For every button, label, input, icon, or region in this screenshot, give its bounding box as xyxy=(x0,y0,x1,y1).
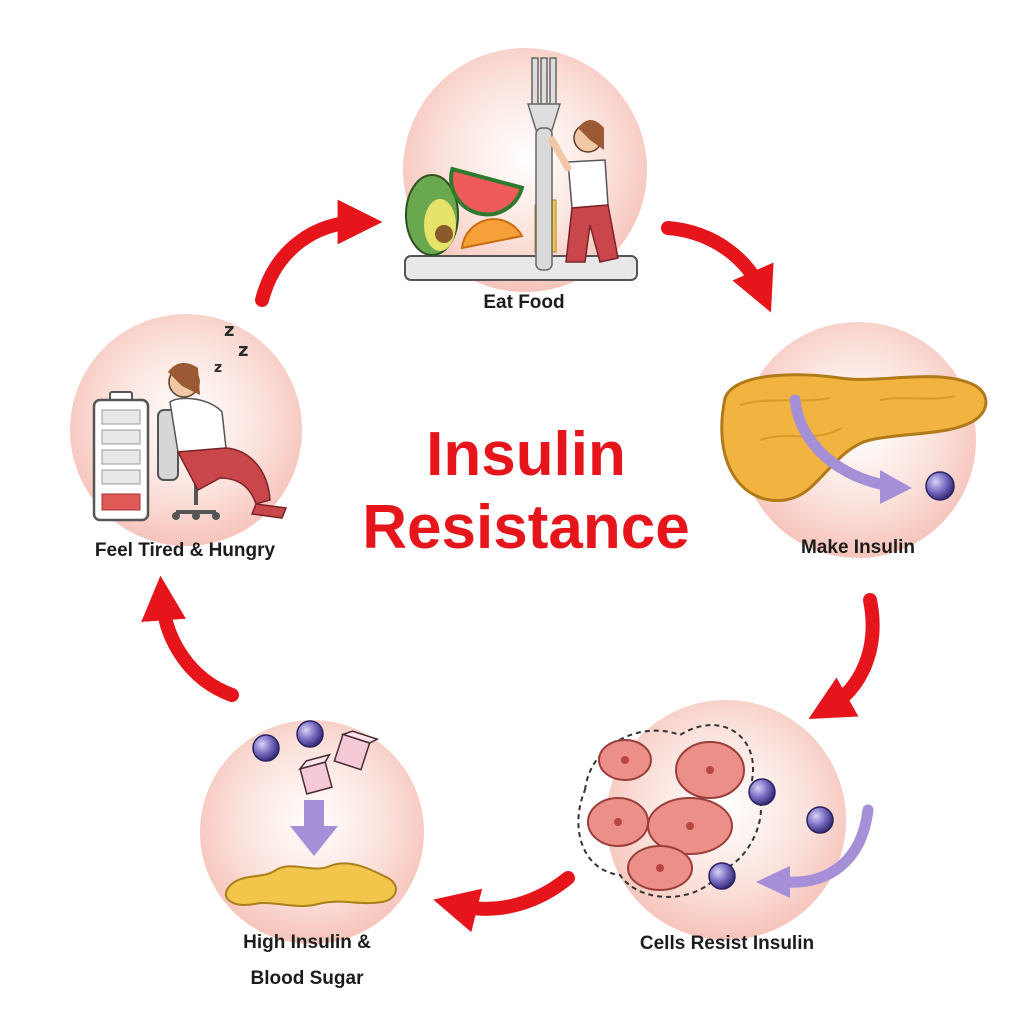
pancreas-icon xyxy=(720,373,988,504)
battery-low-icon xyxy=(92,391,150,522)
cycle-arrows xyxy=(141,199,880,933)
tired-person-icon: z z z xyxy=(92,320,288,522)
step-label-make-insulin: Make Insulin xyxy=(801,537,915,558)
eat-food-icon xyxy=(404,57,638,281)
title-line-1: Insulin xyxy=(426,420,626,489)
arrow-sugar-to-tired xyxy=(141,575,239,702)
arrow-insulin-to-cells xyxy=(808,593,880,719)
step-feel-tired: z z z Feel Tired & Hungry xyxy=(70,314,302,561)
svg-text:z: z xyxy=(214,360,222,376)
step-cells-resist: Cells Resist Insulin xyxy=(577,700,874,954)
blood-sugar-icon xyxy=(225,720,397,907)
step-eat-food: Eat Food xyxy=(403,48,647,313)
zzz-icon: z z z xyxy=(214,320,248,376)
step-label-high-insulin-line-1: High Insulin & xyxy=(243,932,371,953)
title-line-2: Resistance xyxy=(362,493,689,562)
step-label-feel-tired: Feel Tired & Hungry xyxy=(95,540,276,561)
step-label-cells-resist: Cells Resist Insulin xyxy=(640,933,814,954)
svg-text:z: z xyxy=(238,340,248,361)
step-label-eat-food: Eat Food xyxy=(483,292,564,313)
title: Insulin Resistance xyxy=(362,420,689,562)
arrow-cells-to-sugar xyxy=(433,871,575,933)
step-label-high-insulin-line-2: Blood Sugar xyxy=(251,968,365,989)
arrow-eat-to-insulin xyxy=(661,221,774,313)
svg-text:z: z xyxy=(224,320,234,341)
arrow-tired-to-eat xyxy=(255,199,383,307)
cells-icon xyxy=(577,724,874,898)
step-make-insulin: Make Insulin xyxy=(720,322,988,558)
step-high-insulin: High Insulin & Blood Sugar xyxy=(200,720,424,989)
insulin-ball xyxy=(925,471,955,501)
